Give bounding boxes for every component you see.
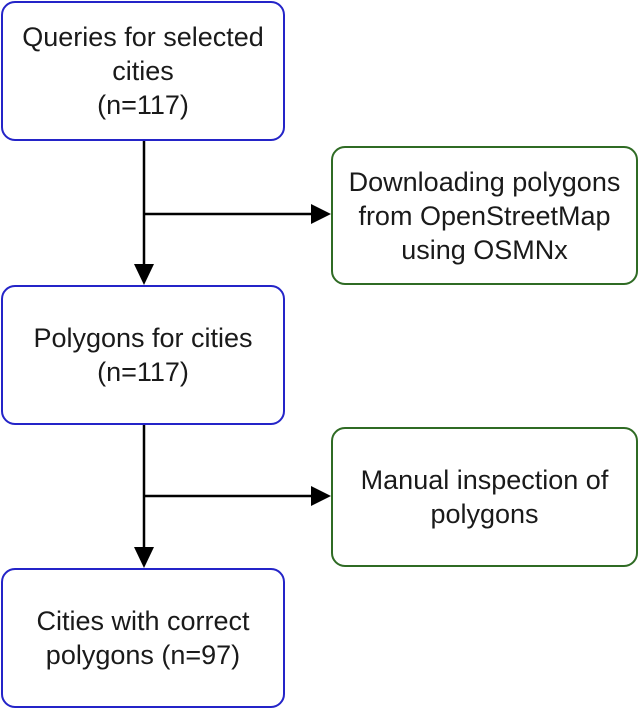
node-download-line1: Downloading polygons	[348, 166, 621, 197]
node-inspection-text: Manual inspection of polygons	[361, 463, 609, 531]
node-queries: Queries for selected cities (n=117)	[1, 1, 285, 141]
node-inspection: Manual inspection of polygons	[331, 427, 638, 567]
node-polygons-text: Polygons for cities (n=117)	[33, 321, 252, 389]
arrowhead-to-download	[311, 204, 331, 224]
node-inspection-line2: polygons	[430, 499, 539, 529]
node-download-text: Downloading polygons from OpenStreetMap …	[349, 165, 621, 267]
node-result-line2: polygons (n=97)	[45, 640, 241, 670]
node-queries-text: Queries for selected cities (n=117)	[22, 20, 264, 122]
node-queries-line1: Queries for selected	[22, 22, 264, 52]
node-queries-line2: cities	[112, 56, 174, 86]
node-polygons: Polygons for cities (n=117)	[1, 285, 285, 425]
node-polygons-line1: Polygons for cities	[33, 323, 253, 353]
node-download-line2: from OpenStreetMap	[358, 200, 611, 231]
node-polygons-line2: (n=117)	[97, 357, 189, 387]
arrowhead-to-inspection	[311, 486, 331, 506]
node-download: Downloading polygons from OpenStreetMap …	[331, 146, 638, 285]
node-result: Cities with correct polygons (n=97)	[1, 568, 285, 708]
node-download-line3: using OSMNx	[401, 234, 568, 265]
node-queries-line3: (n=117)	[97, 90, 189, 120]
arrowhead-to-result	[134, 547, 154, 568]
node-result-text: Cities with correct polygons (n=97)	[36, 604, 249, 672]
arrowhead-to-polygons	[134, 264, 154, 285]
node-result-line1: Cities with correct	[36, 606, 250, 636]
node-inspection-line1: Manual inspection of	[360, 465, 609, 495]
